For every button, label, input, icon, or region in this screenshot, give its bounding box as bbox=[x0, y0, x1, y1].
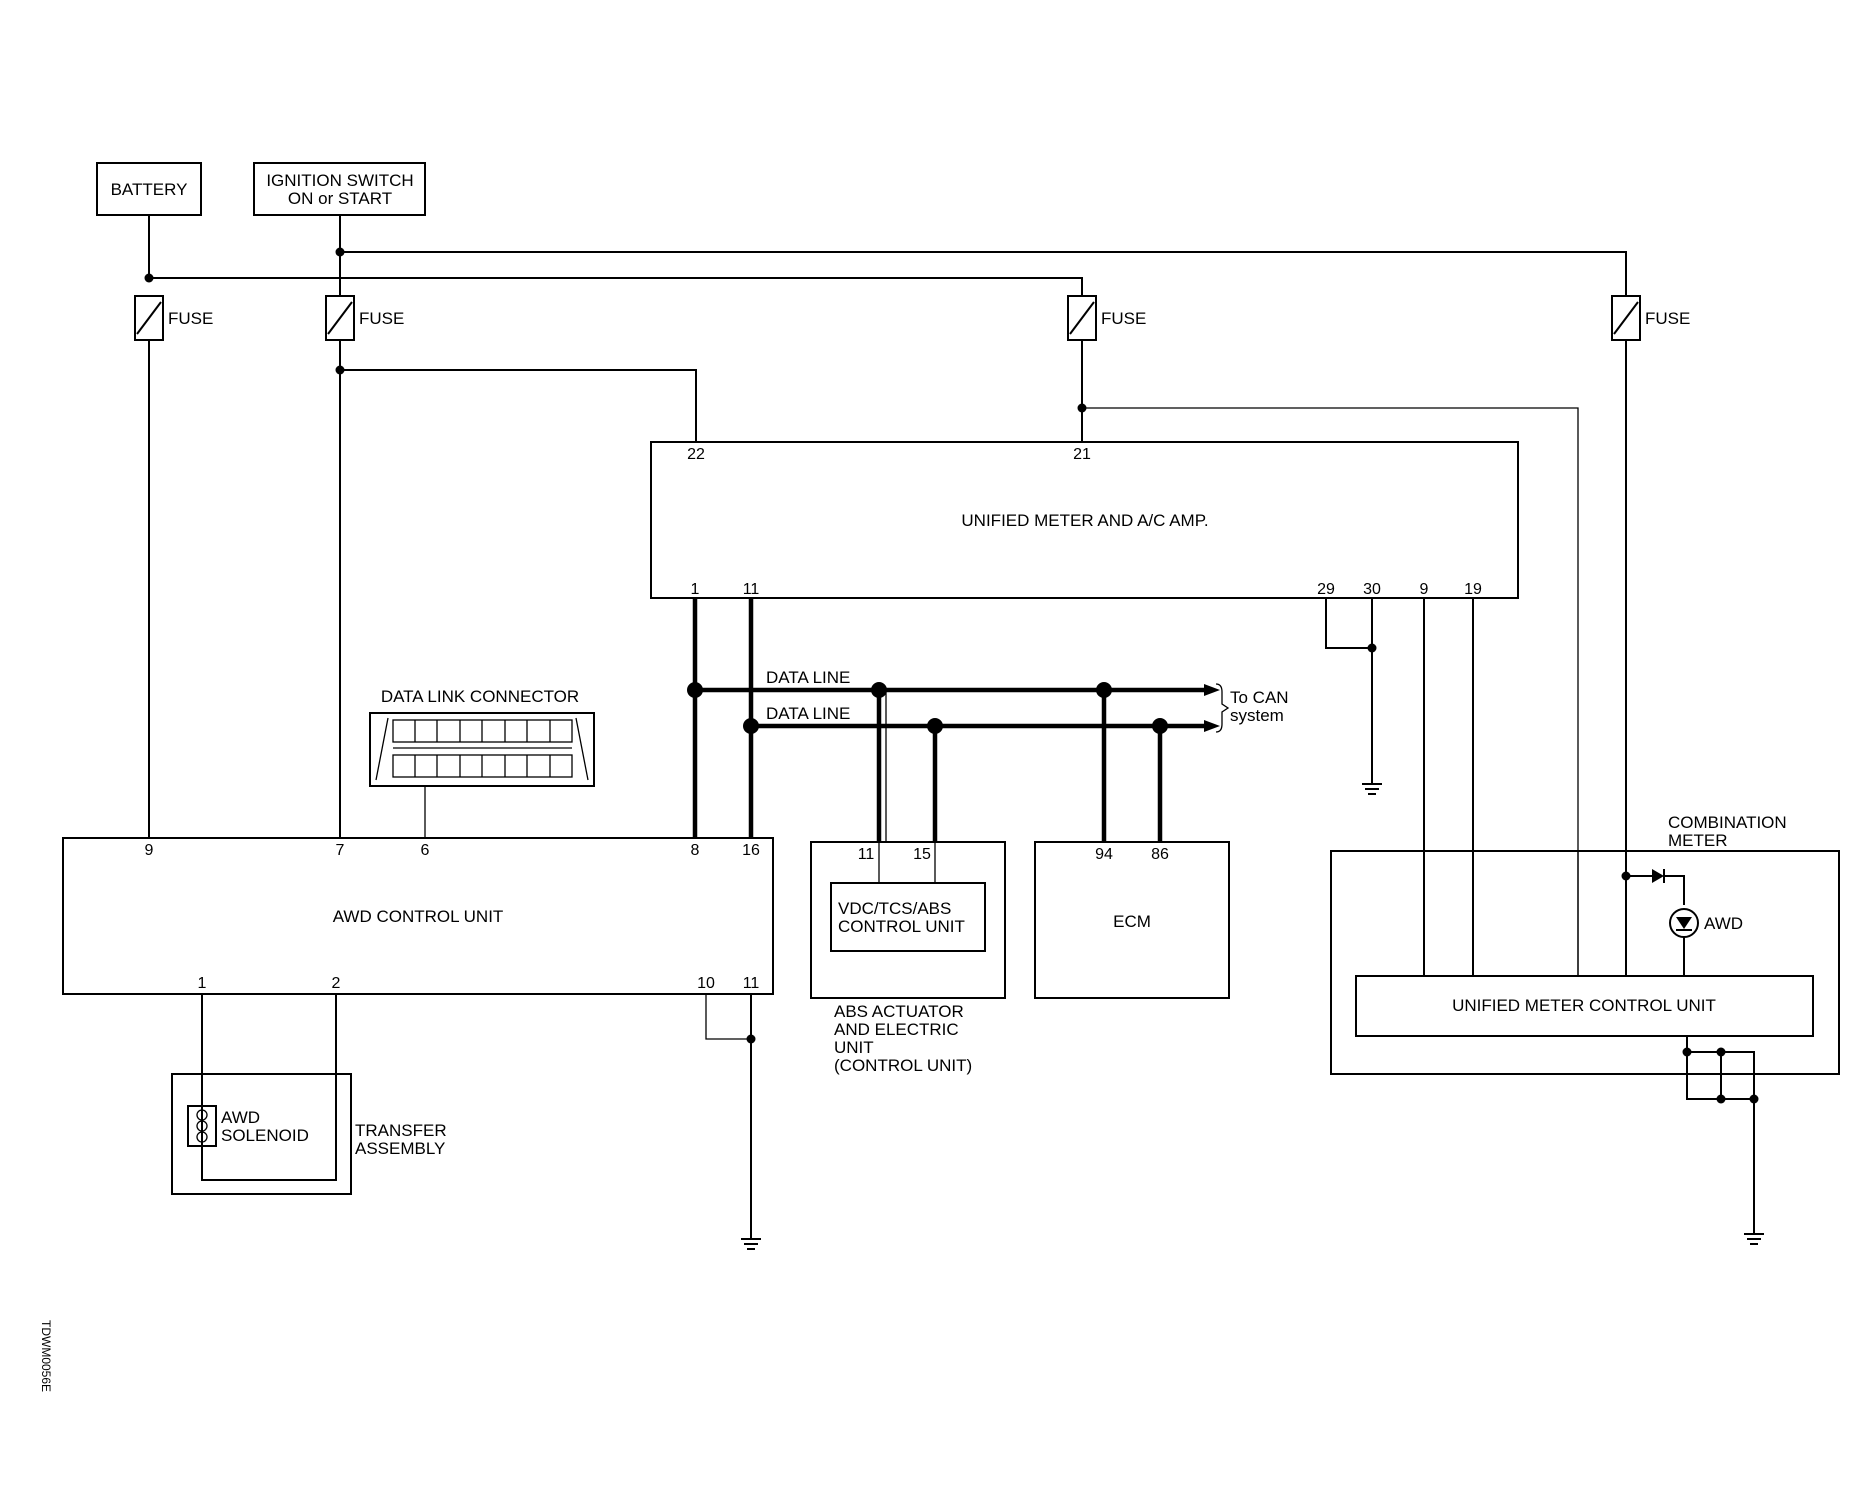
pin-number: 30 bbox=[1363, 581, 1381, 598]
abs-actuator-label: ABS ACTUATOR bbox=[834, 1002, 964, 1021]
pin-number: 9 bbox=[1420, 581, 1429, 598]
junction-dot bbox=[335, 247, 345, 257]
fuse-1: FUSE bbox=[134, 295, 213, 341]
can-data-lines: DATA LINE DATA LINE To CAN system bbox=[687, 598, 1289, 842]
junction-dot bbox=[746, 1034, 756, 1044]
data-link-connector: DATA LINK CONNECTOR bbox=[369, 687, 595, 838]
awd-control-unit: AWD CONTROL UNIT 9 7 6 8 16 1 2 10 11 bbox=[62, 837, 774, 995]
transfer-assembly: AWD SOLENOID TRANSFER ASSEMBLY bbox=[171, 994, 447, 1195]
ground-icon bbox=[1362, 783, 1382, 795]
combination-meter-label-2: METER bbox=[1668, 831, 1728, 850]
combination-meter-label: COMBINATION bbox=[1668, 813, 1787, 832]
pin-number: 29 bbox=[1317, 581, 1335, 598]
awd-lamp-label: AWD bbox=[1704, 914, 1743, 933]
arrow-right-icon bbox=[1204, 684, 1220, 696]
pin-number: 11 bbox=[858, 846, 875, 863]
ecm: ECM 94 86 bbox=[1034, 841, 1230, 999]
pin-number: 21 bbox=[1073, 446, 1091, 463]
abs-actuator-label-3: UNIT bbox=[834, 1038, 874, 1057]
battery-label: BATTERY bbox=[111, 180, 188, 199]
coil-icon bbox=[196, 1109, 208, 1143]
junction-dot bbox=[1621, 871, 1631, 881]
junction-dot bbox=[1096, 682, 1112, 698]
pin-number: 15 bbox=[913, 846, 931, 863]
ground-icon bbox=[741, 1238, 761, 1250]
junction-dot bbox=[1682, 1047, 1692, 1057]
fuse-label: FUSE bbox=[1101, 309, 1146, 328]
junction-dot bbox=[927, 718, 943, 734]
ignition-label-2: ON or START bbox=[288, 189, 392, 208]
junction-dot bbox=[1152, 718, 1168, 734]
fuse-4: FUSE bbox=[1611, 295, 1690, 341]
pin-number: 8 bbox=[691, 842, 700, 859]
awd-ground-wires bbox=[705, 994, 761, 1250]
unified-meter-control-unit-label: UNIFIED METER CONTROL UNIT bbox=[1452, 996, 1716, 1015]
battery-box: BATTERY bbox=[96, 162, 202, 216]
transfer-assembly-label-2: ASSEMBLY bbox=[355, 1139, 445, 1158]
brace-icon bbox=[1215, 683, 1230, 733]
junction-dot bbox=[335, 365, 345, 375]
abs-actuator-label-2: AND ELECTRIC bbox=[834, 1020, 959, 1039]
pin-number: 1 bbox=[198, 975, 207, 992]
pin-number: 16 bbox=[742, 842, 760, 859]
fuse-label: FUSE bbox=[1645, 309, 1690, 328]
awd-solenoid-label-2: SOLENOID bbox=[221, 1126, 309, 1145]
amp-ground-wires bbox=[1325, 599, 1474, 976]
pin-number: 19 bbox=[1464, 581, 1482, 598]
pin-number: 11 bbox=[743, 581, 760, 598]
pin-number: 86 bbox=[1151, 846, 1169, 863]
pin-number: 94 bbox=[1095, 846, 1113, 863]
awd-solenoid-label: AWD bbox=[221, 1108, 260, 1127]
pin-number: 10 bbox=[697, 975, 715, 992]
unified-amp-label: UNIFIED METER AND A/C AMP. bbox=[961, 511, 1208, 530]
unified-meter-ac-amp: UNIFIED METER AND A/C AMP. 22 21 1 11 29… bbox=[650, 441, 1519, 599]
junction-dot bbox=[1077, 403, 1087, 413]
junction-dot bbox=[144, 273, 154, 283]
junction-dot bbox=[1749, 1094, 1759, 1104]
junction-dot bbox=[743, 718, 759, 734]
ecm-label: ECM bbox=[1113, 912, 1151, 931]
ground-icon bbox=[1744, 1233, 1764, 1245]
pin-number: 1 bbox=[691, 581, 700, 598]
fuse-2: FUSE bbox=[325, 295, 404, 341]
pin-number: 9 bbox=[145, 842, 154, 859]
abs-actuator-label-4: (CONTROL UNIT) bbox=[834, 1056, 972, 1075]
pin-number: 22 bbox=[687, 446, 705, 463]
fuse-label: FUSE bbox=[168, 309, 213, 328]
figure-code: TDWM0056E bbox=[39, 1320, 53, 1392]
abs-actuator-unit: 11 15 VDC/TCS/ABS CONTROL UNIT ABS ACTUA… bbox=[810, 841, 1006, 1075]
pin-number: 7 bbox=[336, 842, 345, 859]
data-link-connector-label: DATA LINK CONNECTOR bbox=[381, 687, 579, 706]
ignition-label: IGNITION SWITCH bbox=[266, 171, 413, 190]
combination-meter: COMBINATION METER AWD UNIFIED METER CONT… bbox=[1330, 813, 1840, 1245]
junction-dot bbox=[1716, 1094, 1726, 1104]
fuse-3: FUSE bbox=[1067, 295, 1146, 341]
vdc-control-unit-label: VDC/TCS/ABS bbox=[838, 899, 951, 918]
pin-number: 2 bbox=[332, 975, 341, 992]
awd-control-unit-label: AWD CONTROL UNIT bbox=[333, 907, 504, 926]
transfer-assembly-label: TRANSFER bbox=[355, 1121, 447, 1140]
to-can-label: To CAN bbox=[1230, 688, 1289, 707]
pin-number: 6 bbox=[421, 842, 430, 859]
awd-lamp-icon bbox=[1669, 908, 1699, 938]
vdc-control-unit-label-2: CONTROL UNIT bbox=[838, 917, 965, 936]
arrow-right-icon bbox=[1204, 720, 1220, 732]
ignition-switch-box: IGNITION SWITCH ON or START bbox=[253, 162, 426, 216]
junction-dot bbox=[1716, 1047, 1726, 1057]
data-line-label: DATA LINE bbox=[766, 668, 850, 687]
fuse-label: FUSE bbox=[359, 309, 404, 328]
junction-dot bbox=[1367, 643, 1377, 653]
diode-icon bbox=[1652, 869, 1664, 883]
junction-dot bbox=[871, 682, 887, 698]
junction-dot bbox=[687, 682, 703, 698]
data-line-label: DATA LINE bbox=[766, 704, 850, 723]
pin-number: 11 bbox=[743, 975, 760, 992]
to-can-label-2: system bbox=[1230, 706, 1284, 725]
